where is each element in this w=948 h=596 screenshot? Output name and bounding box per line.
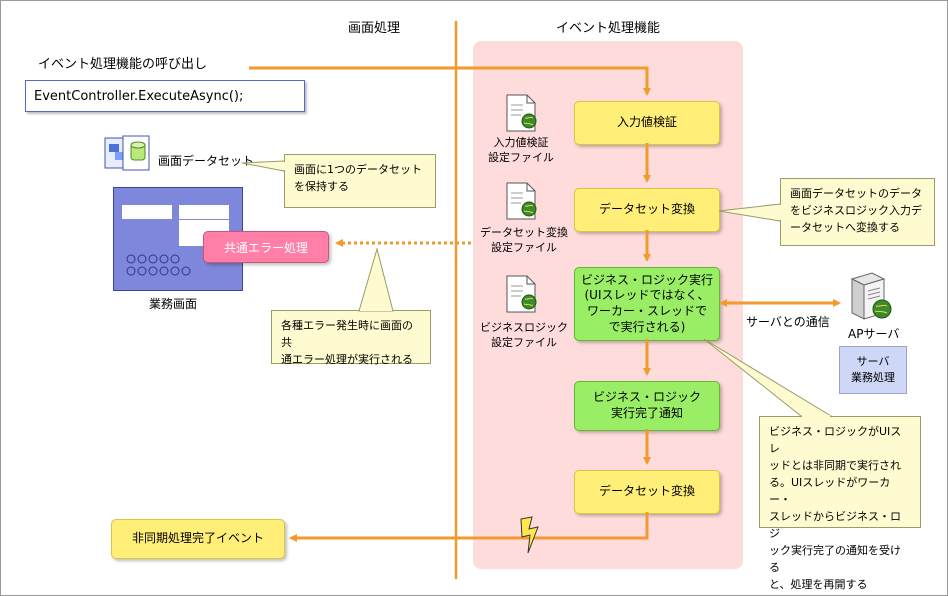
flow-input-check-label: 入力値検証 — [616, 115, 677, 130]
file-caption-business-logic: ビジネスロジック 設定ファイル — [478, 321, 570, 351]
flow-business-exec-line2: (UIスレッドではなく、 — [584, 288, 710, 303]
flow-dataset-convert-1-label: データセット変換 — [598, 202, 695, 217]
note-async-line4: スレッドからビジネス・ロジ — [769, 510, 901, 541]
note-async-line3: る。UIスレッドがワーカー・ — [769, 476, 891, 507]
file-caption-input-check-line2: 設定ファイル — [488, 150, 554, 164]
note-error-line1: 各種エラー発生時に画面の共 — [281, 319, 413, 350]
note-error-line2: 通エラー処理が実行される — [281, 353, 413, 367]
file-caption-dataset-convert: データセット変換 設定ファイル — [478, 226, 570, 256]
file-caption-input-check-line1: 入力値検証 — [493, 136, 549, 149]
note-convert-line1: 画面データセットのデータ — [790, 187, 922, 200]
note-convert-line2: をビジネスロジック入力デ — [790, 204, 922, 218]
file-caption-dataset-convert-line2: 設定ファイル — [491, 240, 557, 254]
dataset-icon — [103, 134, 155, 176]
event-call-label: イベント処理機能の呼び出し — [38, 57, 208, 72]
flow-business-done-line2: 実行完了通知 — [610, 406, 683, 420]
screen-dataset-label: 画面データセット — [158, 154, 255, 168]
note-async-line1: ビジネス・ロジックがUIスレ — [769, 425, 902, 456]
note-convert: 画面データセットのデータ をビジネスロジック入力デ ータセットへ変換する — [780, 178, 935, 246]
flow-input-check: 入力値検証 — [574, 101, 720, 145]
server-comm-label: サーバとの通信 — [746, 315, 830, 329]
server-business-box: サーバ 業務処理 — [839, 346, 907, 394]
business-screen-label: 業務画面 — [149, 297, 198, 311]
flow-business-exec: ビジネス・ロジック実行 (UIスレッドではなく、 ワーカー・スレッドで で実行さ… — [574, 267, 720, 341]
file-caption-business-logic-line2: 設定ファイル — [491, 335, 557, 349]
note-one-dataset-line1: 画面に1つのデータセット — [294, 163, 422, 176]
server-business-line1: サーバ — [856, 355, 890, 369]
code-text: EventController.ExecuteAsync(); — [34, 88, 244, 104]
code-box: EventController.ExecuteAsync(); — [25, 80, 305, 112]
common-error-box: 共通エラー処理 — [203, 231, 329, 263]
note-pointer-error — [358, 247, 394, 312]
async-complete-event: 非同期処理完了イベント — [111, 519, 285, 559]
flow-business-exec-line4: で実行される) — [608, 319, 686, 334]
flow-business-exec-line1: ビジネス・ロジック実行 — [580, 272, 713, 287]
file-icon-business-logic — [505, 274, 539, 318]
screen-processing-header: 画面処理 — [348, 21, 401, 36]
server-business-line2: 業務処理 — [851, 371, 895, 384]
flow-business-done: ビジネス・ロジック 実行完了通知 — [574, 381, 720, 431]
file-icon-input-check — [505, 93, 539, 137]
file-caption-input-check: 入力値検証 設定ファイル — [486, 136, 556, 166]
note-error: 各種エラー発生時に画面の共 通エラー処理が実行される — [271, 310, 431, 366]
note-async-line6: と、処理を再開する — [769, 578, 868, 592]
common-error-label: 共通エラー処理 — [223, 240, 308, 255]
screen-field-1 — [122, 205, 172, 219]
ap-server-label: APサーバ — [848, 327, 900, 341]
note-async-line5: ック実行完了の通知を受ける — [769, 544, 901, 575]
server-icon — [846, 271, 898, 327]
flow-dataset-convert-2: データセット変換 — [574, 470, 720, 514]
file-icon-dataset-convert — [505, 181, 539, 225]
screen-field-2 — [179, 205, 229, 219]
flow-dataset-convert-1: データセット変換 — [574, 188, 720, 232]
note-one-dataset: 画面に1つのデータセット を保持する — [284, 154, 436, 208]
flow-business-done-line1: ビジネス・ロジック — [592, 390, 701, 405]
flow-business-exec-line3: ワーカー・スレッドで — [586, 304, 707, 318]
file-caption-dataset-convert-line1: データセット変換 — [480, 226, 568, 239]
flow-dataset-convert-2-label: データセット変換 — [598, 484, 695, 499]
note-async: ビジネス・ロジックがUIスレ ッドとは非同期で実行され る。UIスレッドがワーカ… — [759, 416, 921, 591]
async-complete-event-label: 非同期処理完了イベント — [131, 531, 264, 546]
file-caption-business-logic-line1: ビジネスロジック — [480, 321, 568, 334]
event-processing-header: イベント処理機能 — [556, 21, 661, 36]
note-convert-line3: ータセットへ変換する — [790, 221, 900, 235]
note-async-line2: ッドとは非同期で実行され — [769, 459, 901, 473]
note-one-dataset-line2: を保持する — [294, 180, 349, 194]
